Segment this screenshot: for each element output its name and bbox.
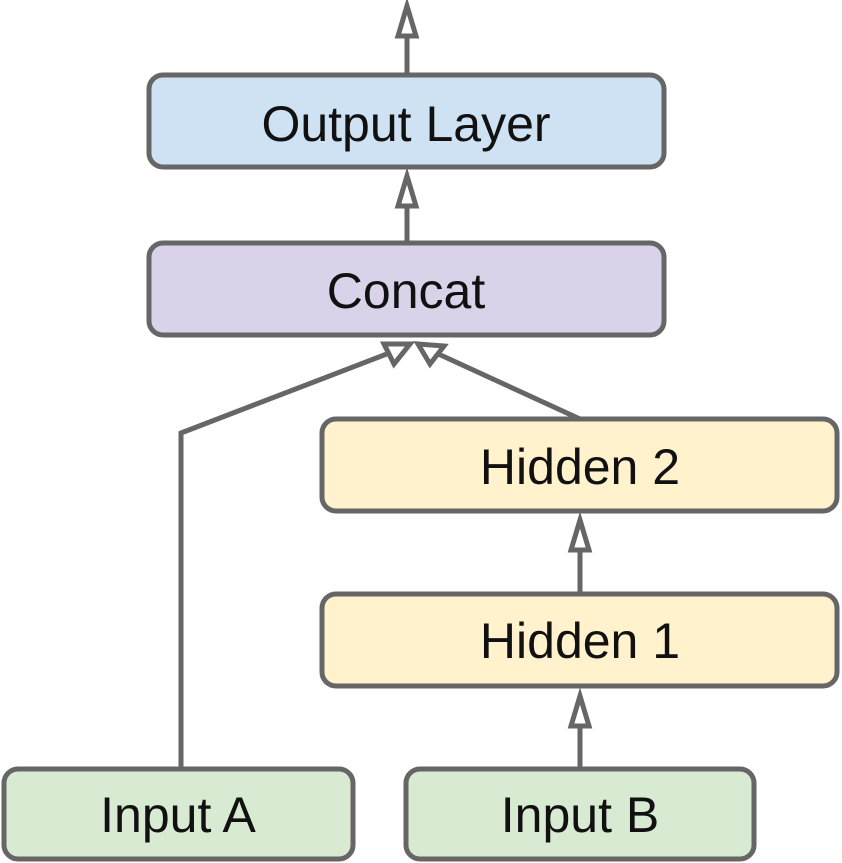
node-hidden-1-box — [319, 591, 840, 689]
node-concat: Concat — [146, 240, 667, 338]
node-input-a: Input A — [1, 766, 356, 862]
node-concat-label: Concat — [327, 263, 486, 319]
node-hidden-2-box — [319, 416, 840, 514]
node-input-a-label: Input A — [100, 787, 256, 843]
arrowhead-output-out — [394, 0, 420, 39]
edge-input-a-concat — [178, 349, 393, 769]
arrowhead-input-a-concat — [379, 341, 416, 369]
arrowhead-hidden1-hidden2 — [567, 511, 593, 553]
node-input-a-box — [1, 766, 356, 862]
edge-hidden2-concat — [432, 349, 582, 422]
node-input-b: Input B — [403, 766, 757, 862]
arrowhead-hidden2-concat — [413, 341, 449, 369]
arrowhead-concat-output — [394, 167, 420, 209]
arrowhead-input-b-hidden1 — [567, 687, 593, 729]
node-output-layer-box — [146, 72, 667, 170]
node-concat-box — [146, 240, 667, 338]
node-output-layer-label: Output Layer — [261, 96, 550, 152]
node-hidden-1-label: Hidden 1 — [480, 613, 680, 669]
node-input-b-box — [403, 766, 757, 862]
node-hidden-2: Hidden 2 — [319, 416, 840, 514]
node-output-layer: Output Layer — [146, 72, 667, 170]
node-hidden-2-label: Hidden 2 — [480, 439, 680, 495]
node-hidden-1: Hidden 1 — [319, 591, 840, 689]
node-input-b-label: Input B — [501, 787, 659, 843]
